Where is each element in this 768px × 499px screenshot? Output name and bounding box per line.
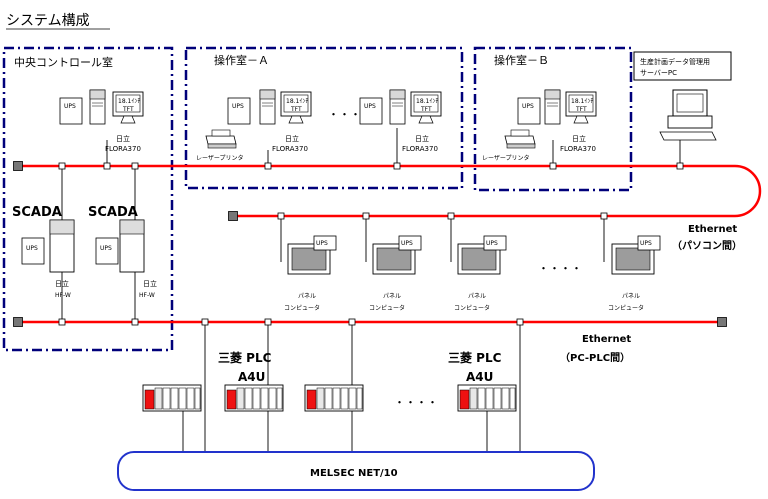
svg-text:FLORA370: FLORA370 <box>560 145 596 153</box>
svg-text:TFT: TFT <box>575 106 587 113</box>
melsec-net-label: MELSEC NET/10 <box>310 468 398 479</box>
svg-text:HF-W: HF-W <box>55 292 71 299</box>
svg-text:日立: 日立 <box>415 134 429 143</box>
scada-machine-1: UPS 日立 HF-W <box>21 219 75 299</box>
ethernet-plc-label: Ethernet <box>582 334 631 345</box>
svg-text:UPS: UPS <box>232 103 244 110</box>
svg-text:18.1ｲﾝﾁ: 18.1ｲﾝﾁ <box>118 98 140 105</box>
svg-text:日立: 日立 <box>285 134 299 143</box>
svg-text:日立: 日立 <box>116 134 130 143</box>
svg-text:日立: 日立 <box>572 134 586 143</box>
bus-terminator <box>228 211 238 221</box>
svg-text:FLORA370: FLORA370 <box>402 145 438 153</box>
svg-text:UPS: UPS <box>364 103 376 110</box>
diagram-title: システム構成 <box>6 13 90 29</box>
svg-text:18.1ｲﾝﾁ: 18.1ｲﾝﾁ <box>286 98 308 105</box>
svg-text:FLORA370: FLORA370 <box>272 145 308 153</box>
svg-text:パネル: パネル <box>298 293 316 300</box>
svg-text:HF-W: HF-W <box>139 292 155 299</box>
svg-text:日立: 日立 <box>143 279 157 288</box>
room-central-border <box>2 46 174 352</box>
svg-text:コンピュータ: コンピュータ <box>284 304 320 312</box>
svg-text:FLORA370: FLORA370 <box>105 145 141 153</box>
svg-text:UPS: UPS <box>640 240 652 247</box>
ethernet-plc-sublabel: （PC-PLC間） <box>560 351 630 364</box>
panel-computer-3: UPS パネル コンピュータ <box>454 235 507 312</box>
room-op-b-label: 操作室－Ｂ <box>494 53 549 67</box>
svg-text:TFT: TFT <box>122 106 134 113</box>
plc-ellipsis: ・・・・ <box>394 396 438 409</box>
scada-label-2: SCADA <box>88 205 138 220</box>
svg-text:UPS: UPS <box>100 245 112 252</box>
server-label-line1: 生産計画データ管理用 <box>640 57 710 66</box>
server-pc <box>659 89 717 141</box>
svg-text:パネル: パネル <box>468 293 486 300</box>
svg-text:パネル: パネル <box>383 293 401 300</box>
scada-label-1: SCADA <box>12 205 62 220</box>
svg-text:TFT: TFT <box>290 106 302 113</box>
plc-label-1-line2: A4U <box>238 370 265 384</box>
plc-rack-2 <box>224 384 284 412</box>
melsec-net-ring <box>117 451 595 491</box>
panel-computer-4: UPS パネル コンピュータ <box>608 235 661 312</box>
plc-label-2-line2: A4U <box>466 370 493 384</box>
svg-text:レーザープリンタ: レーザープリンタ <box>196 154 244 162</box>
room-central-label: 中央コントロール室 <box>14 55 113 69</box>
bus-terminator <box>717 317 727 327</box>
panel-computer-2: UPS パネル コンピュータ <box>369 235 422 312</box>
plc-rack-1 <box>142 384 202 412</box>
svg-text:コンピュータ: コンピュータ <box>608 304 644 312</box>
panel-computer-1: UPS パネル コンピュータ <box>284 235 337 312</box>
room-op-a-label: 操作室－Ａ <box>214 53 269 67</box>
server-label-line2: サーバーPC <box>640 69 677 77</box>
ethernet-pc-sublabel: （パソコン間） <box>672 239 742 252</box>
op-a-workstation-1: UPS 18.1ｲﾝﾁ TFT 日立 FLORA370 レーザープリンタ <box>196 89 312 162</box>
plc-rack-4 <box>457 384 517 412</box>
plc-rack-3 <box>304 384 364 412</box>
bus-terminator <box>13 317 23 327</box>
room-op-b-border <box>473 46 633 192</box>
svg-text:UPS: UPS <box>26 245 38 252</box>
panel-ellipsis: ・・・・ <box>538 262 582 275</box>
svg-text:UPS: UPS <box>316 240 328 247</box>
room-op-a-border <box>184 46 464 190</box>
svg-text:UPS: UPS <box>486 240 498 247</box>
svg-text:UPS: UPS <box>401 240 413 247</box>
svg-text:UPS: UPS <box>64 103 76 110</box>
op-a-workstation-2: UPS 18.1ｲﾝﾁ TFT 日立 FLORA370 <box>359 89 442 153</box>
svg-text:パネル: パネル <box>622 293 640 300</box>
ethernet-pc-label: Ethernet <box>688 224 737 235</box>
server-label-box <box>633 51 732 81</box>
svg-text:UPS: UPS <box>522 103 534 110</box>
plc-label-2-line1: 三菱 PLC <box>448 350 502 365</box>
svg-text:TFT: TFT <box>420 106 432 113</box>
svg-text:18.1ｲﾝﾁ: 18.1ｲﾝﾁ <box>416 98 438 105</box>
svg-text:18.1ｲﾝﾁ: 18.1ｲﾝﾁ <box>571 98 593 105</box>
svg-text:コンピュータ: コンピュータ <box>454 304 490 312</box>
central-workstation: UPS 18.1ｲﾝﾁ TFT 日立 FLORA370 <box>59 89 144 153</box>
svg-text:日立: 日立 <box>55 279 69 288</box>
svg-text:コンピュータ: コンピュータ <box>369 304 405 312</box>
op-b-workstation: UPS 18.1ｲﾝﾁ TFT 日立 FLORA370 レーザープリンタ <box>482 89 597 162</box>
svg-text:レーザープリンタ: レーザープリンタ <box>482 154 530 162</box>
scada-machine-2: UPS 日立 HF-W <box>95 219 157 299</box>
plc-label-1-line1: 三菱 PLC <box>218 350 272 365</box>
bus-terminator <box>13 161 23 171</box>
